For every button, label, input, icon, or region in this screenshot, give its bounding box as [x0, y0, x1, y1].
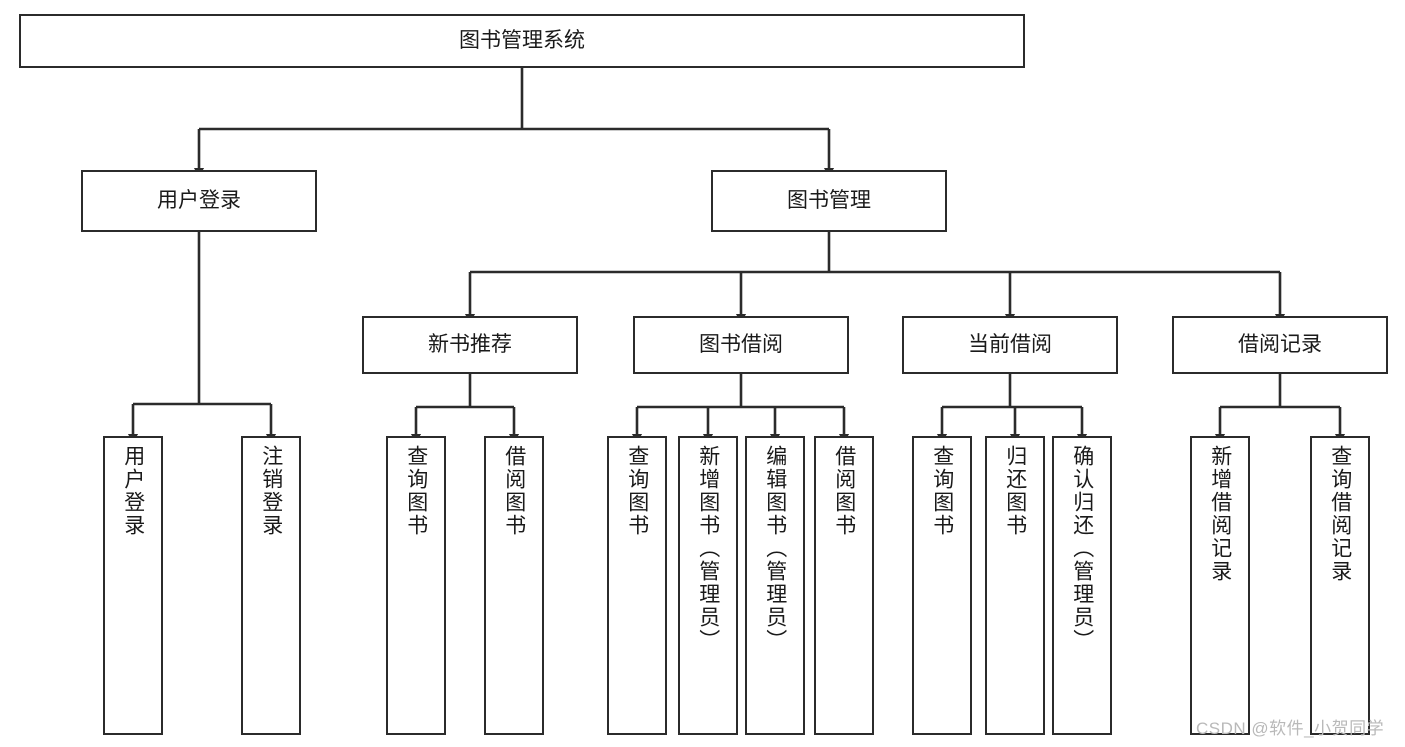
- node-label: 新书推荐: [428, 333, 512, 357]
- node-leaf_6[interactable]: 编辑图书（管理员）: [745, 436, 805, 735]
- node-label: 用户登录: [121, 445, 145, 537]
- node-label: 查询借阅记录: [1328, 445, 1352, 583]
- node-leaf_3[interactable]: 借阅图书: [484, 436, 544, 735]
- node-leaf_12[interactable]: 查询借阅记录: [1310, 436, 1370, 735]
- node-leaf_4[interactable]: 查询图书: [607, 436, 667, 735]
- node-label: 注销登录: [259, 445, 283, 537]
- node-leaf_7[interactable]: 借阅图书: [814, 436, 874, 735]
- node-l3_2[interactable]: 当前借阅: [902, 316, 1118, 374]
- node-leaf_5[interactable]: 新增图书（管理员）: [678, 436, 738, 735]
- node-label: 编辑图书（管理员）: [763, 445, 787, 652]
- node-label: 新增借阅记录: [1208, 445, 1232, 583]
- node-root[interactable]: 图书管理系统: [19, 14, 1025, 68]
- node-label: 用户登录: [157, 189, 241, 213]
- node-l2_1[interactable]: 图书管理: [711, 170, 947, 232]
- node-l3_0[interactable]: 新书推荐: [362, 316, 578, 374]
- node-label: 查询图书: [625, 445, 649, 537]
- node-label: 当前借阅: [968, 333, 1052, 357]
- node-label: 查询图书: [404, 445, 428, 537]
- node-label: 归还图书: [1003, 445, 1027, 537]
- node-label: 借阅记录: [1238, 333, 1322, 357]
- node-leaf_10[interactable]: 确认归还（管理员）: [1052, 436, 1112, 735]
- node-label: 新增图书（管理员）: [696, 445, 720, 652]
- node-l3_3[interactable]: 借阅记录: [1172, 316, 1388, 374]
- node-leaf_11[interactable]: 新增借阅记录: [1190, 436, 1250, 735]
- node-label: 图书借阅: [699, 333, 783, 357]
- node-l2_0[interactable]: 用户登录: [81, 170, 317, 232]
- node-leaf_1[interactable]: 注销登录: [241, 436, 301, 735]
- node-label: 确认归还（管理员）: [1070, 445, 1094, 652]
- node-l3_1[interactable]: 图书借阅: [633, 316, 849, 374]
- node-label: 图书管理: [787, 189, 871, 213]
- node-leaf_8[interactable]: 查询图书: [912, 436, 972, 735]
- csdn-watermark: CSDN @软件_小贺同学: [1196, 719, 1385, 738]
- node-label: 借阅图书: [832, 445, 856, 537]
- node-leaf_0[interactable]: 用户登录: [103, 436, 163, 735]
- node-label: 借阅图书: [502, 445, 526, 537]
- node-label: 查询图书: [930, 445, 954, 537]
- node-leaf_9[interactable]: 归还图书: [985, 436, 1045, 735]
- node-label: 图书管理系统: [459, 29, 585, 53]
- edge-group: [127, 68, 1346, 443]
- node-leaf_2[interactable]: 查询图书: [386, 436, 446, 735]
